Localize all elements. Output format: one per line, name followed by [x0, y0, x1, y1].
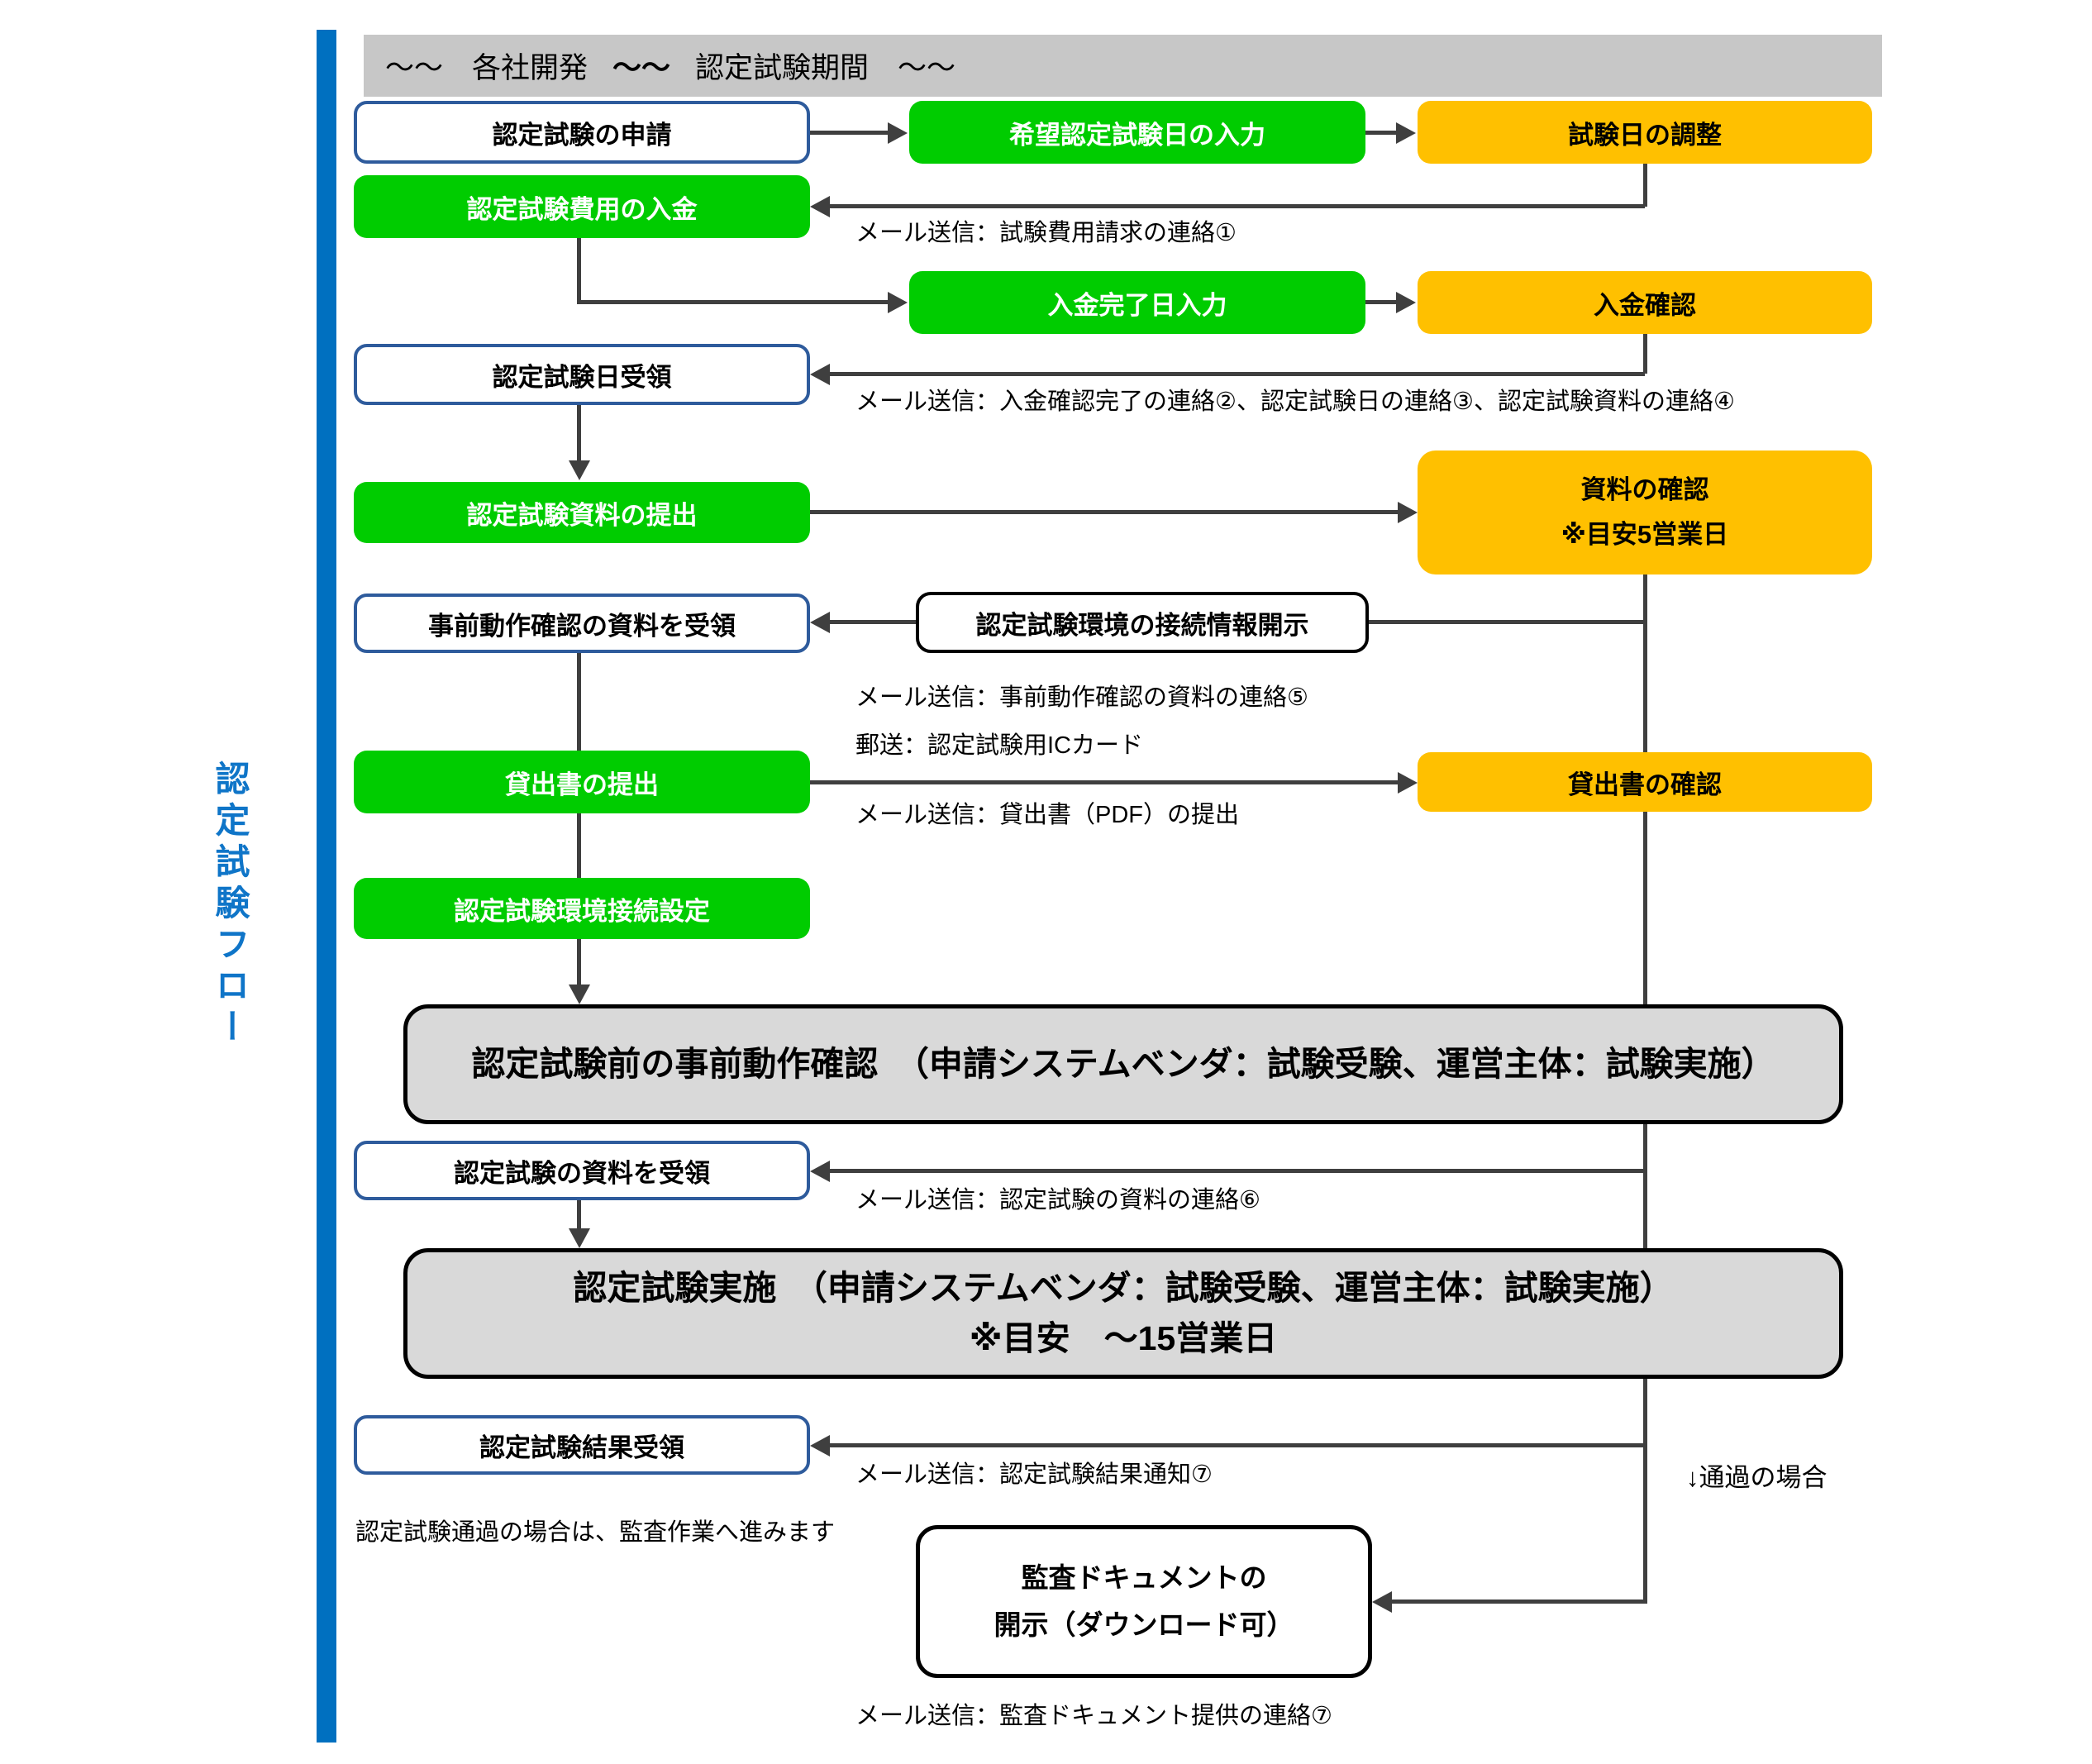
node-exam-date-receive: 認定試験日受領 — [354, 344, 810, 405]
node-label: 事前動作確認の資料を受領 — [428, 611, 736, 641]
node-audit-docs-disclosure: 監査ドキュメントの 開示（ダウンロード可） — [916, 1525, 1372, 1678]
connector-line — [1365, 131, 1396, 135]
node-label: 試験日の調整 — [1568, 120, 1722, 150]
connector-line — [577, 813, 581, 878]
connector-line — [830, 620, 916, 624]
arrowhead-right — [888, 292, 908, 313]
connector-line — [830, 1443, 1645, 1447]
node-label-line1: 監査ドキュメントの — [1021, 1562, 1267, 1594]
node-payment-date-input: 入金完了日入力 — [909, 271, 1365, 334]
connector-line — [577, 238, 581, 303]
connector-line — [577, 653, 581, 751]
note-post-ic-card: 郵送：認定試験用ICカード — [855, 732, 1144, 759]
node-loan-form-check: 貸出書の確認 — [1418, 752, 1872, 812]
note-mail-audit-docs: メール送信：監査ドキュメント提供の連絡⑦ — [855, 1703, 1332, 1729]
note-mail-exam-materials: メール送信：認定試験の資料の連絡⑥ — [855, 1187, 1260, 1213]
phase-header-dev: 〜〜 各社開発 — [385, 52, 589, 84]
connector-line — [577, 939, 581, 986]
node-label: 認定試験の資料を受領 — [454, 1158, 710, 1188]
arrowhead-left — [810, 1435, 830, 1456]
connector-line — [1392, 1600, 1645, 1604]
node-label: 認定試験環境接続設定 — [454, 896, 710, 926]
arrowhead-down — [569, 1228, 590, 1248]
note-mail-loan-pdf: メール送信：貸出書（PDF）の提出 — [855, 802, 1240, 828]
node-label: 入金確認 — [1594, 290, 1696, 320]
connector-line — [1643, 164, 1647, 207]
arrowhead-left — [810, 364, 830, 385]
arrowhead-right — [1396, 292, 1416, 313]
node-env-connection-setup: 認定試験環境接続設定 — [354, 878, 810, 939]
node-loan-form-submit: 貸出書の提出 — [354, 751, 810, 813]
connector-line — [1365, 300, 1396, 304]
phase-header-exam-period: 認定試験期間 〜〜 — [695, 52, 956, 84]
node-label: 認定試験日受領 — [492, 362, 672, 392]
phase-header-tilde: 〜〜 — [612, 52, 671, 84]
arrowhead-right — [888, 122, 908, 144]
node-label: 希望認定試験日の入力 — [1009, 120, 1265, 150]
node-label: 認定試験実施 （申請システムベンダ：試験受験、運営主体：試験実施） — [573, 1268, 1674, 1307]
node-desired-date-input: 希望認定試験日の入力 — [909, 101, 1365, 164]
node-label: 認定試験資料の提出 — [466, 500, 698, 530]
arrowhead-right — [1396, 122, 1416, 144]
node-materials-check: 資料の確認 ※目安5営業日 — [1418, 451, 1872, 574]
flow-accent-bar — [317, 30, 336, 1743]
node-label: 認定試験費用の入金 — [466, 194, 698, 224]
node-note: ※目安5営業日 — [1561, 520, 1729, 549]
connector-line — [577, 1200, 581, 1230]
node-fee-payment: 認定試験費用の入金 — [354, 175, 810, 238]
node-exam-materials-receive: 認定試験の資料を受領 — [354, 1141, 810, 1200]
node-label-line2: 開示（ダウンロード可） — [994, 1609, 1294, 1640]
arrowhead-left — [810, 196, 830, 217]
node-label: 認定試験の申請 — [492, 120, 672, 150]
arrowhead-left — [1372, 1591, 1392, 1613]
connector-line — [810, 780, 1398, 784]
note-mail-payment-confirm: メール送信：入金確認完了の連絡②、認定試験日の連絡③、認定試験資料の連絡④ — [855, 389, 1735, 415]
connector-line — [810, 510, 1398, 514]
note-pass-proceed: 認定試験通過の場合は、監査作業へ進みます — [355, 1519, 836, 1546]
connector-line — [1643, 334, 1647, 374]
phase-header-bar: 〜〜 各社開発 〜〜 認定試験期間 〜〜 — [364, 35, 1882, 97]
node-label: 認定試験結果受領 — [479, 1433, 684, 1462]
arrowhead-left — [810, 612, 830, 633]
node-payment-confirm: 入金確認 — [1418, 271, 1872, 334]
arrowhead-down — [569, 460, 590, 480]
node-precheck-materials-receive: 事前動作確認の資料を受領 — [354, 594, 810, 653]
node-label: 認定試験環境の接続情報開示 — [975, 610, 1309, 640]
connector-line — [577, 405, 581, 462]
note-mail-precheck-materials: メール送信：事前動作確認の資料の連絡⑤ — [855, 684, 1308, 711]
node-note: ※目安 〜15営業日 — [969, 1319, 1278, 1357]
connector-line — [1365, 620, 1645, 624]
node-exam-result-receive: 認定試験結果受領 — [354, 1415, 810, 1475]
arrowhead-right — [1398, 772, 1418, 794]
connector-line — [830, 1169, 1645, 1173]
arrowhead-down — [569, 985, 590, 1004]
arrowhead-right — [1398, 502, 1418, 523]
node-label: 入金完了日入力 — [1047, 290, 1227, 320]
node-certification-apply: 認定試験の申請 — [354, 101, 810, 164]
node-exam-execution: 認定試験実施 （申請システムベンダ：試験受験、運営主体：試験実施） ※目安 〜1… — [403, 1248, 1843, 1379]
note-mail-fee-request: メール送信：試験費用請求の連絡① — [855, 220, 1237, 246]
flow-title-vertical: 認定試験フロー — [211, 760, 250, 1050]
node-env-connection-info: 認定試験環境の接続情報開示 — [916, 592, 1369, 653]
connector-line — [577, 300, 888, 304]
connector-line — [810, 131, 888, 135]
node-label: 貸出書の提出 — [505, 770, 659, 799]
arrowhead-left — [810, 1161, 830, 1182]
node-materials-submit: 認定試験資料の提出 — [354, 482, 810, 543]
note-pass-case: ↓通過の場合 — [1686, 1463, 1828, 1492]
node-label: 資料の確認 — [1580, 474, 1709, 504]
node-label: 認定試験前の事前動作確認 （申請システムベンダ：試験受験、運営主体：試験実施） — [471, 1044, 1775, 1083]
node-label: 貸出書の確認 — [1568, 770, 1722, 799]
connector-line — [830, 204, 1645, 208]
note-mail-exam-result: メール送信：認定試験結果通知⑦ — [855, 1461, 1213, 1488]
connector-line — [830, 372, 1645, 376]
node-exam-date-adjust: 試験日の調整 — [1418, 101, 1872, 164]
node-pretest-check: 認定試験前の事前動作確認 （申請システムベンダ：試験受験、運営主体：試験実施） — [403, 1004, 1843, 1124]
